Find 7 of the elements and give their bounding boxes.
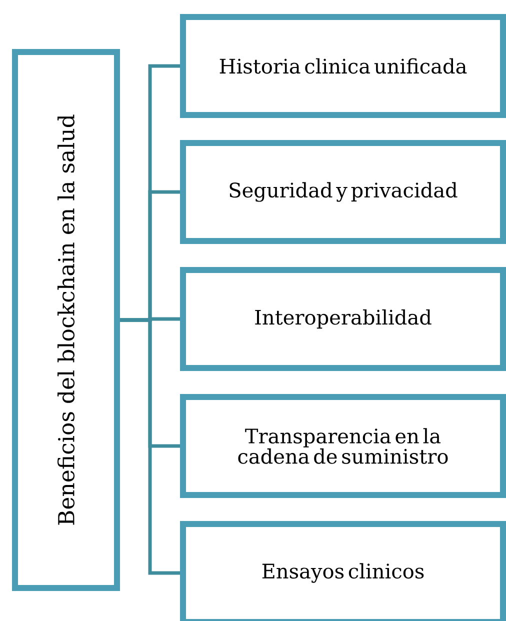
- benefit-box: Historia clinica unificada: [180, 14, 506, 118]
- benefit-box: Interoperabilidad: [180, 267, 506, 371]
- benefit-box: Transparencia en la cadena de suministro: [180, 394, 506, 498]
- topic-box: Beneficios del blockchain en la salud: [12, 49, 120, 591]
- connector: [120, 318, 180, 575]
- benefit-box: Seguridad y privacidad: [180, 140, 506, 244]
- benefit-box: Ensayos clinicos: [180, 521, 506, 621]
